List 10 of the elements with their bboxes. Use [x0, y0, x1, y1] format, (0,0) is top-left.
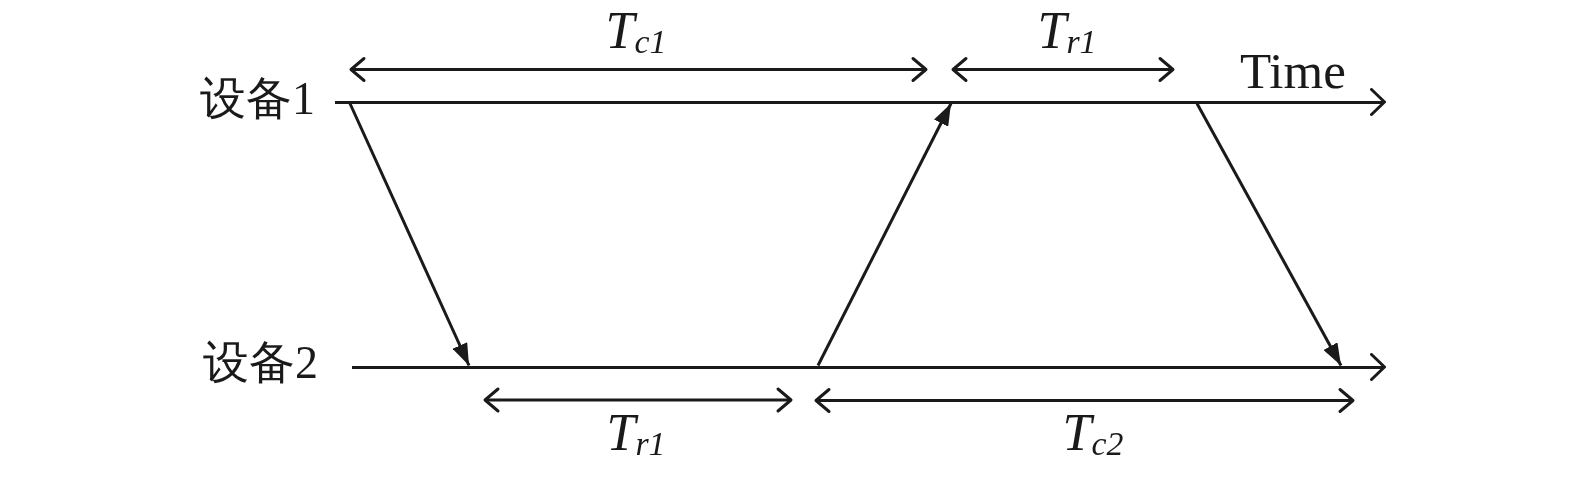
dimension-label: T$_{c1}$: [605, 1, 667, 60]
device-label: 设备2: [203, 336, 318, 390]
axis-label: Time: [1240, 42, 1346, 99]
arrow: [1195, 102, 1343, 367]
dimension-label: T$_{r1}$: [1037, 1, 1097, 60]
arrow: [348, 102, 471, 367]
dimension-label: T$_{c2}$: [1062, 403, 1124, 462]
dimension-label: T$_{r1}$: [606, 403, 666, 462]
device-label: 设备1: [200, 72, 315, 126]
arrow: [816, 102, 953, 367]
